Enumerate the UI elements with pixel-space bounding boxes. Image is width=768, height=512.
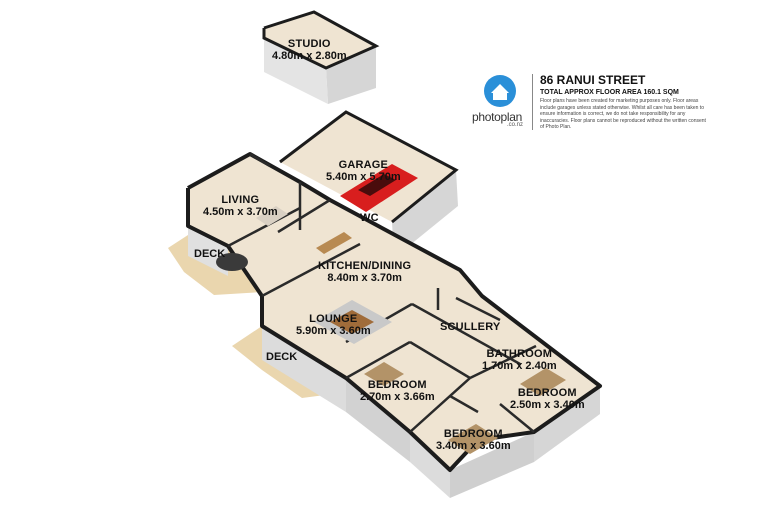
room-dims: 4.80m x 2.80m (272, 50, 347, 62)
room-dims: 1.70m x 2.40m (482, 360, 557, 372)
disclaimer-text: Floor plans have been created for market… (540, 98, 706, 130)
deck-label-lower: DECK (266, 351, 298, 363)
room-label-kitchen: KITCHEN/DINING 8.40m x 3.70m (318, 260, 411, 284)
room-label-living: LIVING 4.50m x 3.70m (203, 194, 278, 218)
floor-area-text: TOTAL APPROX FLOOR AREA 160.1 SQM (540, 89, 679, 96)
room-dims: 3.40m x 3.60m (436, 440, 511, 452)
info-block: 86 RANUI STREET TOTAL APPROX FLOOR AREA … (540, 73, 710, 131)
brand-name: photoplan (472, 110, 523, 124)
room-label-garage: GARAGE 5.40m x 5.70m (326, 159, 401, 183)
room-name: KITCHEN/DINING (318, 260, 412, 272)
house-main (186, 152, 602, 498)
garage-block (279, 110, 459, 258)
room-label-bathroom: BATHROOM 1.70m x 2.40m (482, 348, 557, 372)
room-dims: 4.50m x 3.70m (203, 206, 278, 218)
room-dims: 5.90m x 3.60m (296, 325, 371, 337)
room-label-bedroom-1: BEDROOM 2.70m x 3.66m (360, 379, 435, 403)
deck-label-left: DECK (194, 248, 226, 260)
room-name: WC (360, 212, 379, 224)
room-dims: 2.70m x 3.66m (360, 391, 435, 403)
furniture (216, 206, 566, 454)
room-name: BEDROOM (367, 379, 427, 391)
room-dims: 2.50m x 3.40m (510, 399, 585, 411)
room-label-wc: WC (360, 212, 379, 224)
room-name: BEDROOM (443, 428, 503, 440)
room-label-studio: STUDIO 4.80m x 2.80m (272, 38, 347, 62)
room-name: LIVING (221, 194, 260, 206)
room-dims: 5.40m x 5.70m (326, 171, 401, 183)
photoplan-logo-icon (484, 75, 516, 107)
address-title: 86 RANUI STREET (540, 73, 646, 87)
divider-line (532, 74, 533, 130)
room-label-bedroom-2: BEDROOM 2.50m x 3.40m (510, 387, 585, 411)
room-label-bedroom-3: BEDROOM 3.40m x 3.60m (436, 428, 511, 452)
room-name: BATHROOM (486, 348, 553, 360)
room-name: GARAGE (338, 159, 389, 171)
room-dims: 8.40m x 3.70m (327, 272, 402, 284)
room-label-scullery: SCULLERY (440, 321, 500, 333)
room-label-lounge: LOUNGE 5.90m x 3.60m (296, 313, 371, 337)
room-name: SCULLERY (440, 321, 501, 333)
studio-block (262, 10, 380, 104)
room-name: LOUNGE (309, 313, 358, 325)
room-name: STUDIO (287, 38, 331, 50)
room-name: BEDROOM (517, 387, 577, 399)
brand-tld: .co.nz (507, 122, 524, 128)
